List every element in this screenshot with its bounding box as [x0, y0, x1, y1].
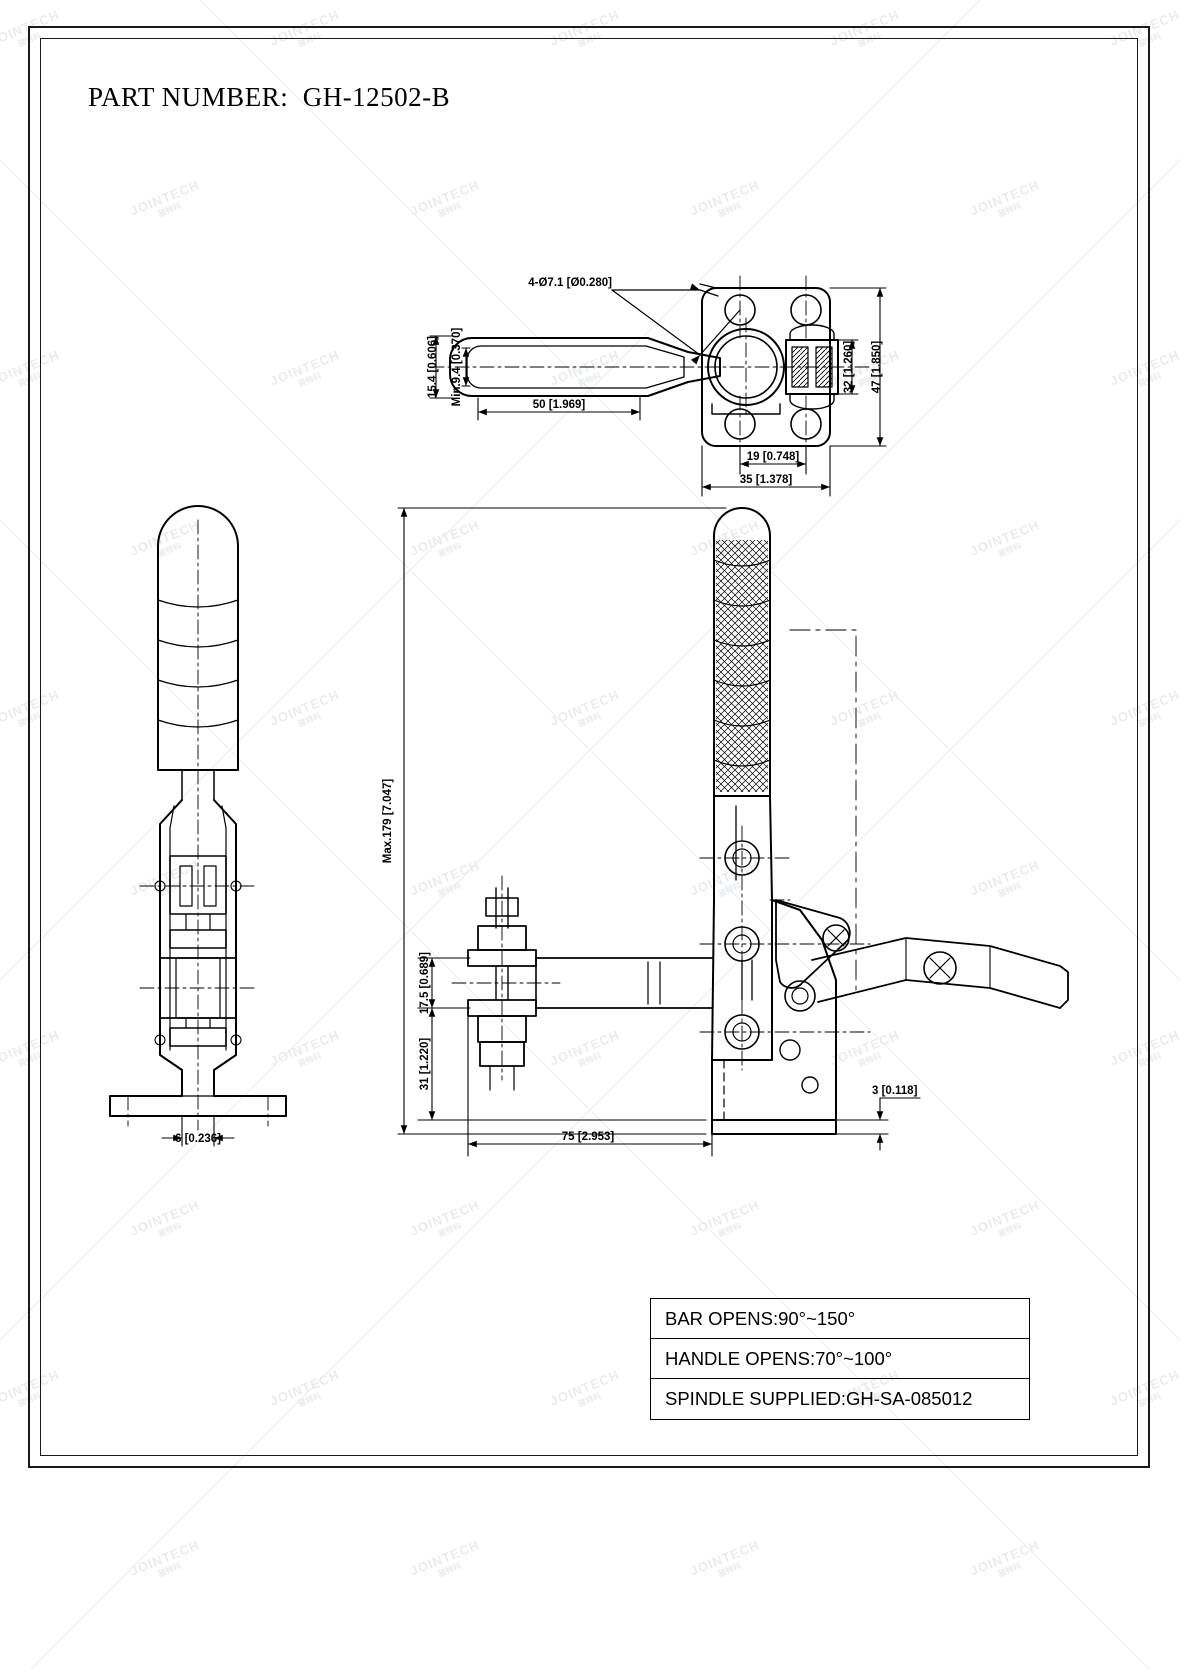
front-view-geometry: [451, 507, 1069, 1135]
dim-side-base-thickness: 6 [0.236]: [175, 1133, 221, 1145]
dim-plate-inner-height: 32 [1.260]: [843, 341, 855, 394]
spec-table: BAR OPENS:90°~150° HANDLE OPENS:70°~100°…: [650, 1298, 1030, 1420]
page-title: PART NUMBER: GH-12502-B: [88, 82, 451, 112]
spec-row-bar-opens: BAR OPENS:90°~150°: [651, 1299, 1029, 1339]
side-view-dimensions: [161, 1115, 235, 1147]
dim-base-thickness: 3 [0.118]: [872, 1085, 918, 1097]
front-view-dimensions: [397, 507, 921, 1157]
top-view-geometry: [429, 275, 871, 459]
dim-bar-length: 50 [1.969]: [533, 399, 586, 411]
dim-spindle-height: 17.5 [0.689]: [419, 952, 431, 1014]
spec-row-handle-opens: HANDLE OPENS:70°~100°: [651, 1339, 1029, 1379]
dim-bar-thickness: 15.4 [0.606]: [427, 336, 439, 398]
dim-plate-outer-height: 47 [1.850]: [871, 341, 883, 394]
dim-base-height: 31 [1.220]: [419, 1038, 431, 1091]
sheet-border-inner: [40, 38, 1138, 1456]
dim-hole-spacing: 19 [0.748]: [747, 451, 800, 463]
dim-hole-callout: 4-Ø7.1 [Ø0.280]: [528, 277, 612, 289]
spec-row-spindle-supplied: SPINDLE SUPPLIED:GH-SA-085012: [665, 1388, 973, 1409]
top-view-dimensions: [429, 287, 887, 497]
dim-bar-slot-min: Min.9.4 [0.370]: [451, 328, 463, 407]
dim-max-height: Max.179 [7.047]: [382, 779, 394, 864]
dim-base-length: 75 [2.953]: [562, 1131, 615, 1143]
dim-plate-width: 35 [1.378]: [740, 474, 793, 486]
side-view-geometry: [109, 505, 287, 1131]
sheet-border-outer: [28, 26, 1150, 1468]
